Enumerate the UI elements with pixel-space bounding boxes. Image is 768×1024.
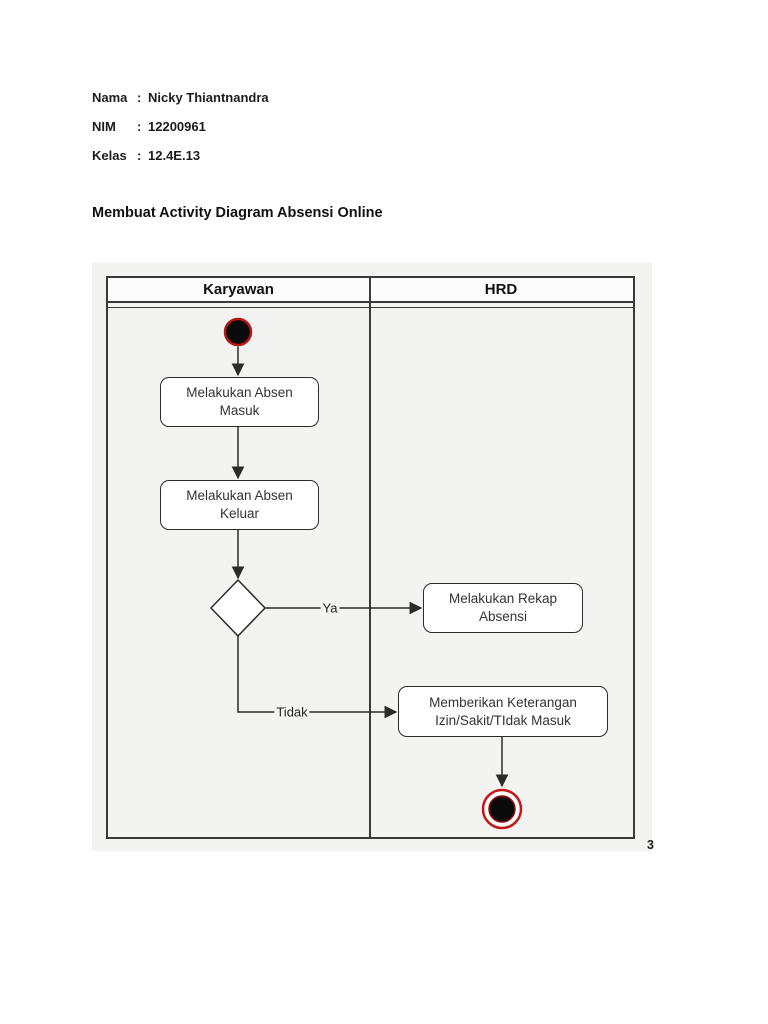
student-info-row-nama: Nama: Nicky Thiantnandra	[92, 90, 269, 105]
activity-label-line: Melakukan Rekap	[448, 591, 558, 607]
activity-label-line: Melakukan Absen	[186, 385, 293, 401]
student-info-separator: :	[137, 119, 142, 134]
student-info-value: 12200961	[148, 119, 206, 134]
student-info-value: 12.4E.13	[148, 148, 201, 163]
student-info-separator: :	[137, 90, 142, 105]
lane-header-hrd: HRD	[369, 278, 633, 301]
edge-label-ya: Ya	[320, 600, 340, 616]
student-info-separator: :	[137, 148, 142, 163]
student-info-label: Nama	[92, 90, 128, 105]
document-title: Membuat Activity Diagram Absensi Online	[92, 205, 383, 221]
activity-diagram-panel: Karyawan HRD Melakukan Absen Masuk	[92, 262, 652, 851]
activity-label-line: Absensi	[478, 609, 528, 624]
activity-label-line: Melakukan Absen	[186, 488, 293, 504]
student-info-value: Nicky Thiantnandra	[148, 90, 269, 105]
activity-label-line: Keluar	[219, 506, 260, 521]
activity-label-line: Masuk	[219, 403, 260, 418]
swimlane-table: Karyawan HRD	[106, 276, 635, 839]
lane-header-karyawan: Karyawan	[108, 278, 369, 301]
student-info-label: NIM	[92, 119, 116, 134]
activity-label-line: Memberikan Keterangan	[429, 694, 577, 710]
activity-box-rekap-absensi: Melakukan Rekap Absensi	[423, 583, 583, 633]
swimlane-header-row: Karyawan HRD	[108, 278, 633, 303]
activity-box-absen-masuk: Melakukan Absen Masuk	[160, 377, 319, 427]
activity-box-absen-keluar: Melakukan Absen Keluar	[160, 480, 319, 530]
student-info-label: Kelas	[92, 148, 127, 163]
student-info-row-nim: NIM:12200961	[92, 119, 206, 134]
student-info-row-kelas: Kelas:12.4E.13	[92, 148, 200, 163]
edge-label-tidak: Tidak	[274, 704, 310, 720]
activity-label-line: Izin/Sakit/TIdak Masuk	[435, 712, 571, 728]
lane-divider	[369, 278, 371, 837]
activity-box-keterangan-izin: Memberikan Keterangan Izin/Sakit/TIdak M…	[398, 686, 608, 737]
page-number: 3	[647, 838, 654, 852]
